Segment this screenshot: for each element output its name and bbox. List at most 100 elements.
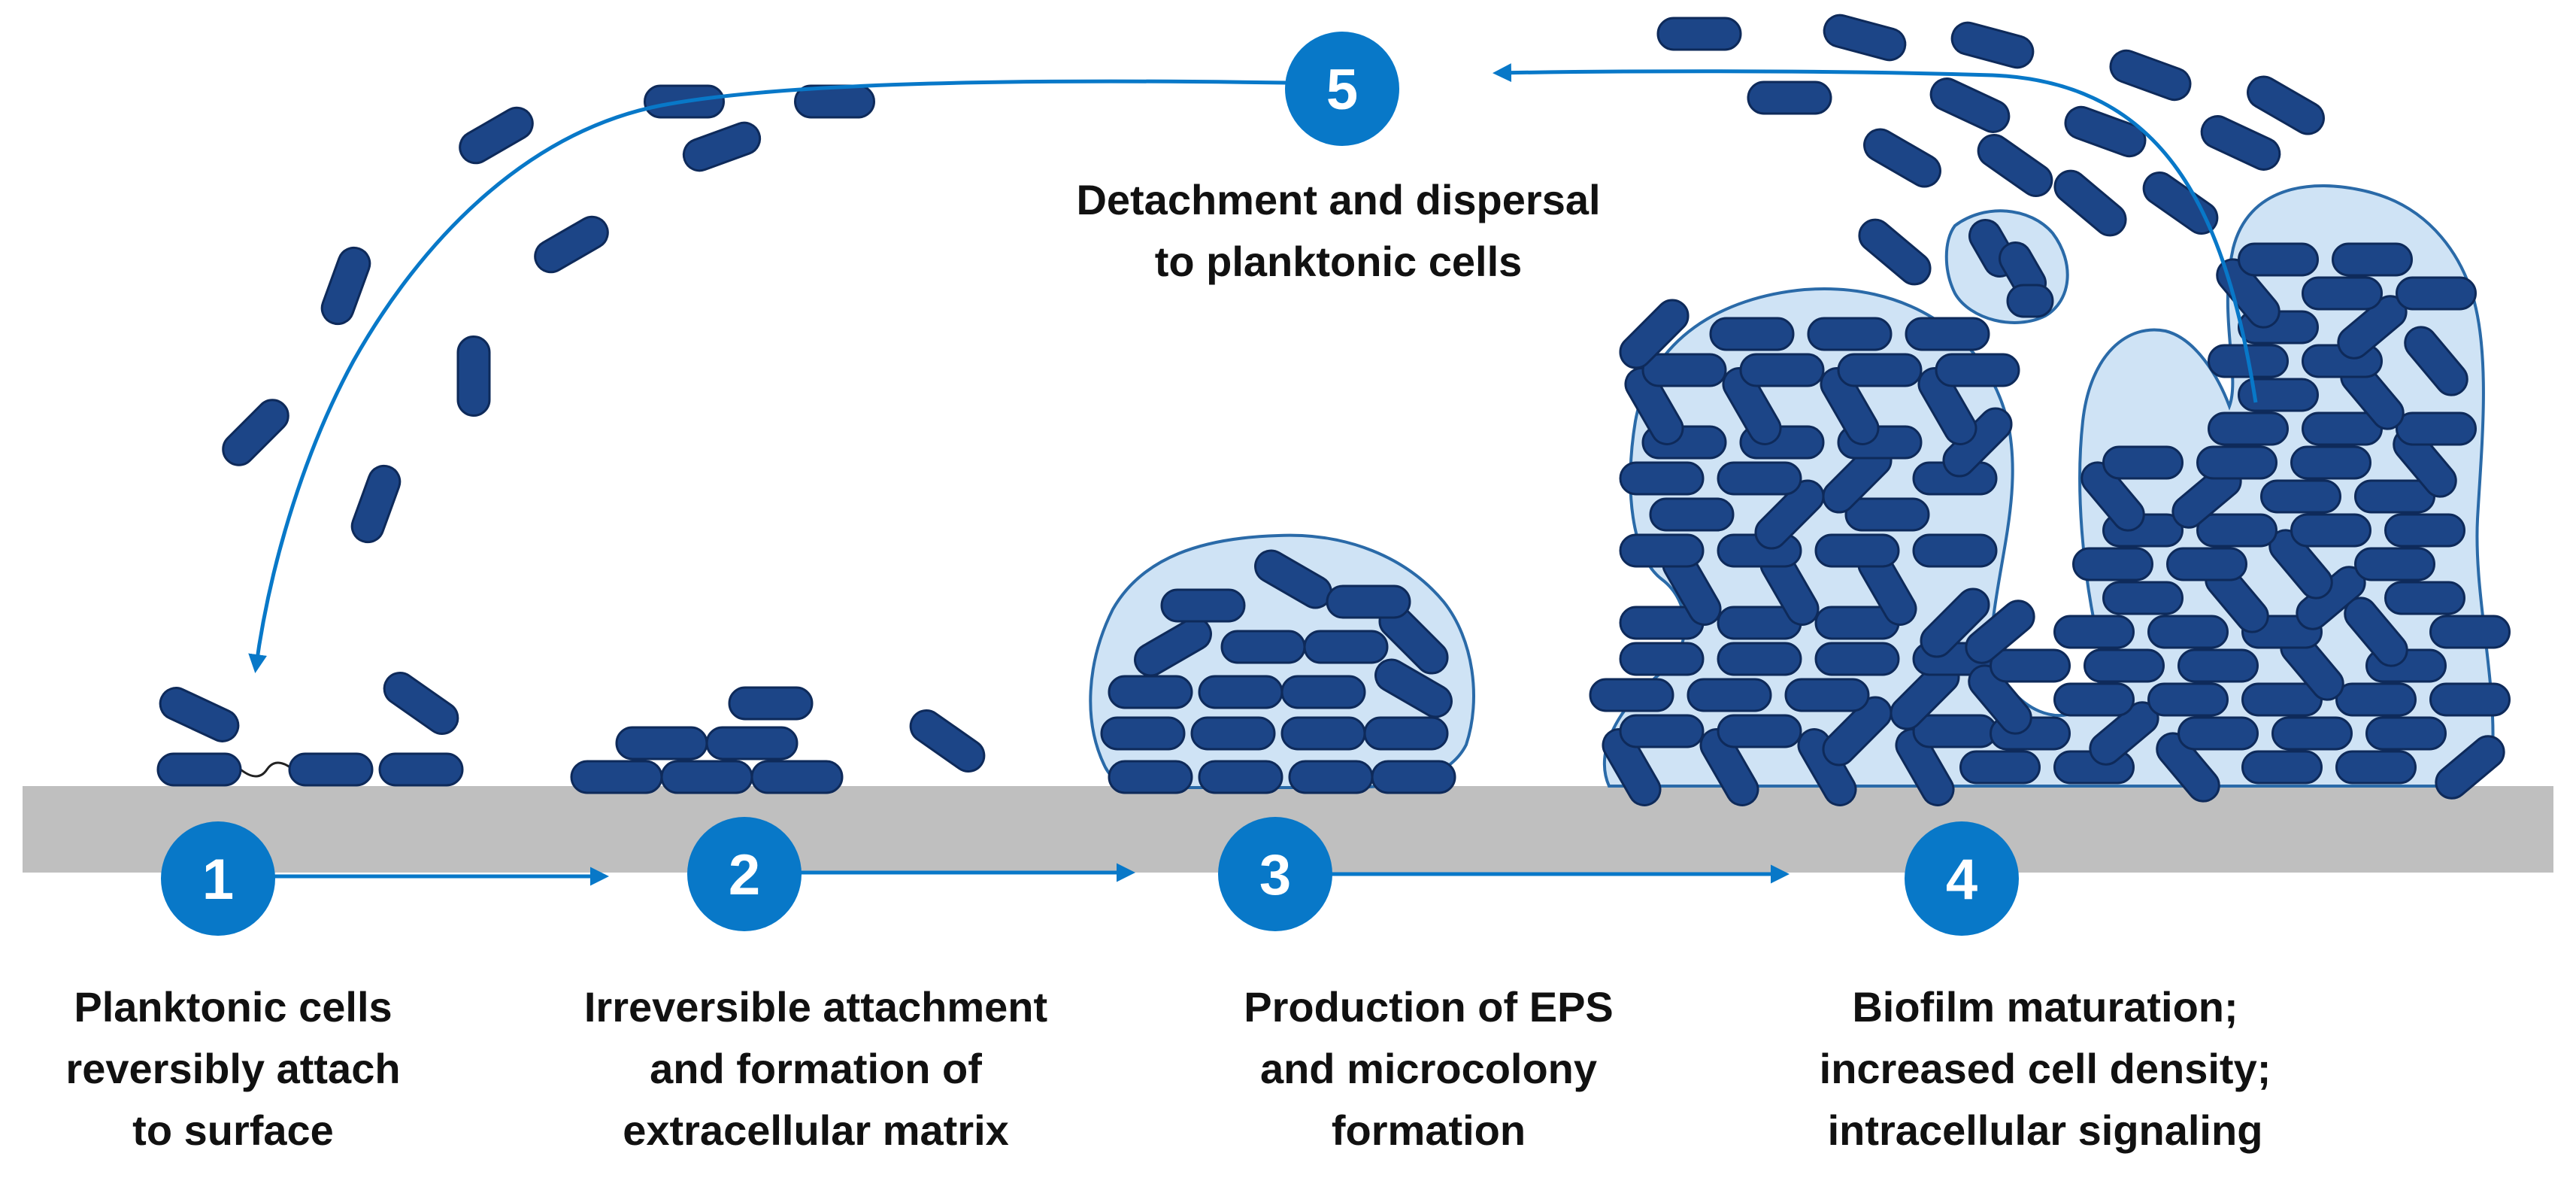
bacterium-cell [1717, 461, 1802, 496]
bacterium-cell [1935, 353, 2020, 387]
step-1-circle [161, 821, 275, 936]
bacterium-cell [1220, 630, 1306, 664]
bacterium-cell [682, 121, 762, 172]
bacterium-cell [2102, 581, 2184, 615]
step-4-badge: 4 [1905, 821, 2019, 936]
bacterium-cell [2302, 276, 2383, 311]
step-5-caption-line: Detachment and dispersal [1076, 176, 1601, 223]
step-3-number: 3 [1259, 843, 1291, 907]
bacterium-cell [615, 726, 708, 760]
step-2-number: 2 [729, 843, 760, 907]
bacterium-cell [2166, 547, 2247, 581]
bacterium-cell [534, 215, 609, 274]
step-5-badge: 5 [1285, 32, 1399, 146]
bacterium-cell [1619, 461, 1705, 496]
bacterium-cell [2147, 682, 2229, 717]
bacterium-cell [456, 335, 491, 417]
bacterium-cell [1303, 630, 1389, 664]
bacterium-cell [1895, 728, 1955, 806]
bacterium-cell [1754, 479, 1825, 550]
bacterium-cell [1288, 760, 1374, 794]
bacterium-cell [1722, 367, 1782, 445]
bacterium-cell [1280, 675, 1366, 709]
bacterium-cell [1717, 714, 1802, 748]
step-2-caption: Irreversible attachment and formation of… [519, 976, 1113, 1161]
bacterium-cell [1959, 750, 2041, 785]
step-1-badge: 1 [161, 821, 275, 936]
bacterium-cell [2053, 615, 2135, 649]
bacterium-cell [1709, 317, 1795, 351]
step-1-caption-line: to surface [132, 1107, 334, 1154]
bacterium-flagellum [240, 761, 294, 778]
bacterium-cell [1108, 675, 1193, 709]
bacterium-cell [1950, 21, 2035, 69]
bacterium-cell [2396, 411, 2477, 446]
bacterium-cell [1108, 760, 1193, 794]
bacterium-cell [1649, 497, 1735, 532]
bacterium-cell [2384, 581, 2465, 615]
bacterium-cell [2238, 242, 2319, 277]
bacterium-cell [459, 106, 534, 165]
bacterium-cell [2208, 411, 2289, 446]
bacterium-cell [1990, 648, 2071, 683]
bacterium-cell [2429, 615, 2511, 649]
bacterium-cell [1905, 317, 1990, 351]
step-3-caption-line: and microcolony [1259, 1045, 1598, 1092]
bacterium-cell [378, 752, 464, 787]
step-2-caption-line: extracellular matrix [623, 1107, 1009, 1154]
bacterium-cell [660, 760, 753, 794]
step-1-number: 1 [202, 848, 234, 912]
bacterium-cell [2271, 716, 2353, 751]
bacterium-cell [1822, 696, 1893, 767]
bacterium-cell [728, 686, 814, 721]
bacterium-cell [1968, 664, 2032, 735]
arrow-dispersal-return [1493, 63, 2258, 403]
step-5-number: 5 [1326, 58, 1358, 122]
bacterium-cell [2177, 716, 2259, 751]
bacterium-cell [1619, 299, 1690, 369]
step-5-caption: Detachment and dispersal to planktonic c… [977, 169, 1699, 293]
step-4-caption-line: increased cell density; [1819, 1045, 2271, 1092]
bacterium-cell [2335, 682, 2417, 717]
step-3-caption-line: Production of EPS [1244, 983, 1614, 1031]
bacterium-cell [2080, 461, 2145, 532]
bacterium-cell [1858, 218, 1932, 286]
bacterium-cell [2396, 276, 2477, 311]
bacterium-cell [1198, 760, 1283, 794]
bacterium-cell [2435, 735, 2505, 800]
step-4-caption: Biofilm maturation; increased cell densi… [1722, 976, 2368, 1161]
bacterium-cell [383, 671, 459, 736]
bacterium-cell [1134, 617, 1212, 677]
bacterium-cell [1837, 353, 1923, 387]
bacterium-cell [1929, 77, 2011, 133]
bacterium-cell [705, 726, 799, 760]
step-4-number: 4 [1946, 848, 1977, 912]
bacterium-cell [2177, 648, 2259, 683]
bacterium-cell [1977, 133, 2053, 198]
bacterium-cell [2404, 326, 2468, 396]
bacterium-cell [2290, 445, 2371, 480]
step-1-caption: Planktonic cells reversibly attach to su… [0, 976, 466, 1161]
bacterium-cell [1820, 367, 1880, 445]
bacterium-cell [2064, 105, 2147, 158]
bacterium-cell [570, 760, 663, 794]
bacterium-cell [1619, 714, 1705, 748]
bacterium-cell [1326, 584, 1411, 619]
bacterium-cell [156, 752, 242, 787]
bacterium-cell [1917, 367, 1977, 445]
bacterium-cell [1160, 588, 1246, 623]
bacterium-cell [909, 709, 986, 773]
bacterium-cell [750, 760, 844, 794]
bacterium-cell [1747, 80, 1832, 115]
step-2-circle [687, 817, 802, 931]
bacterium-cell [2109, 49, 2192, 102]
bacterium-cell [1687, 678, 1772, 712]
bacterium-cell [2354, 547, 2435, 581]
bacterium-cell [1374, 658, 1453, 718]
bacterium-cell [350, 464, 402, 544]
bacterium-cell [1641, 353, 1727, 387]
bacterium-cell [1807, 317, 1893, 351]
bacterium-cell [222, 399, 289, 466]
bacterium-cell [2332, 242, 2413, 277]
